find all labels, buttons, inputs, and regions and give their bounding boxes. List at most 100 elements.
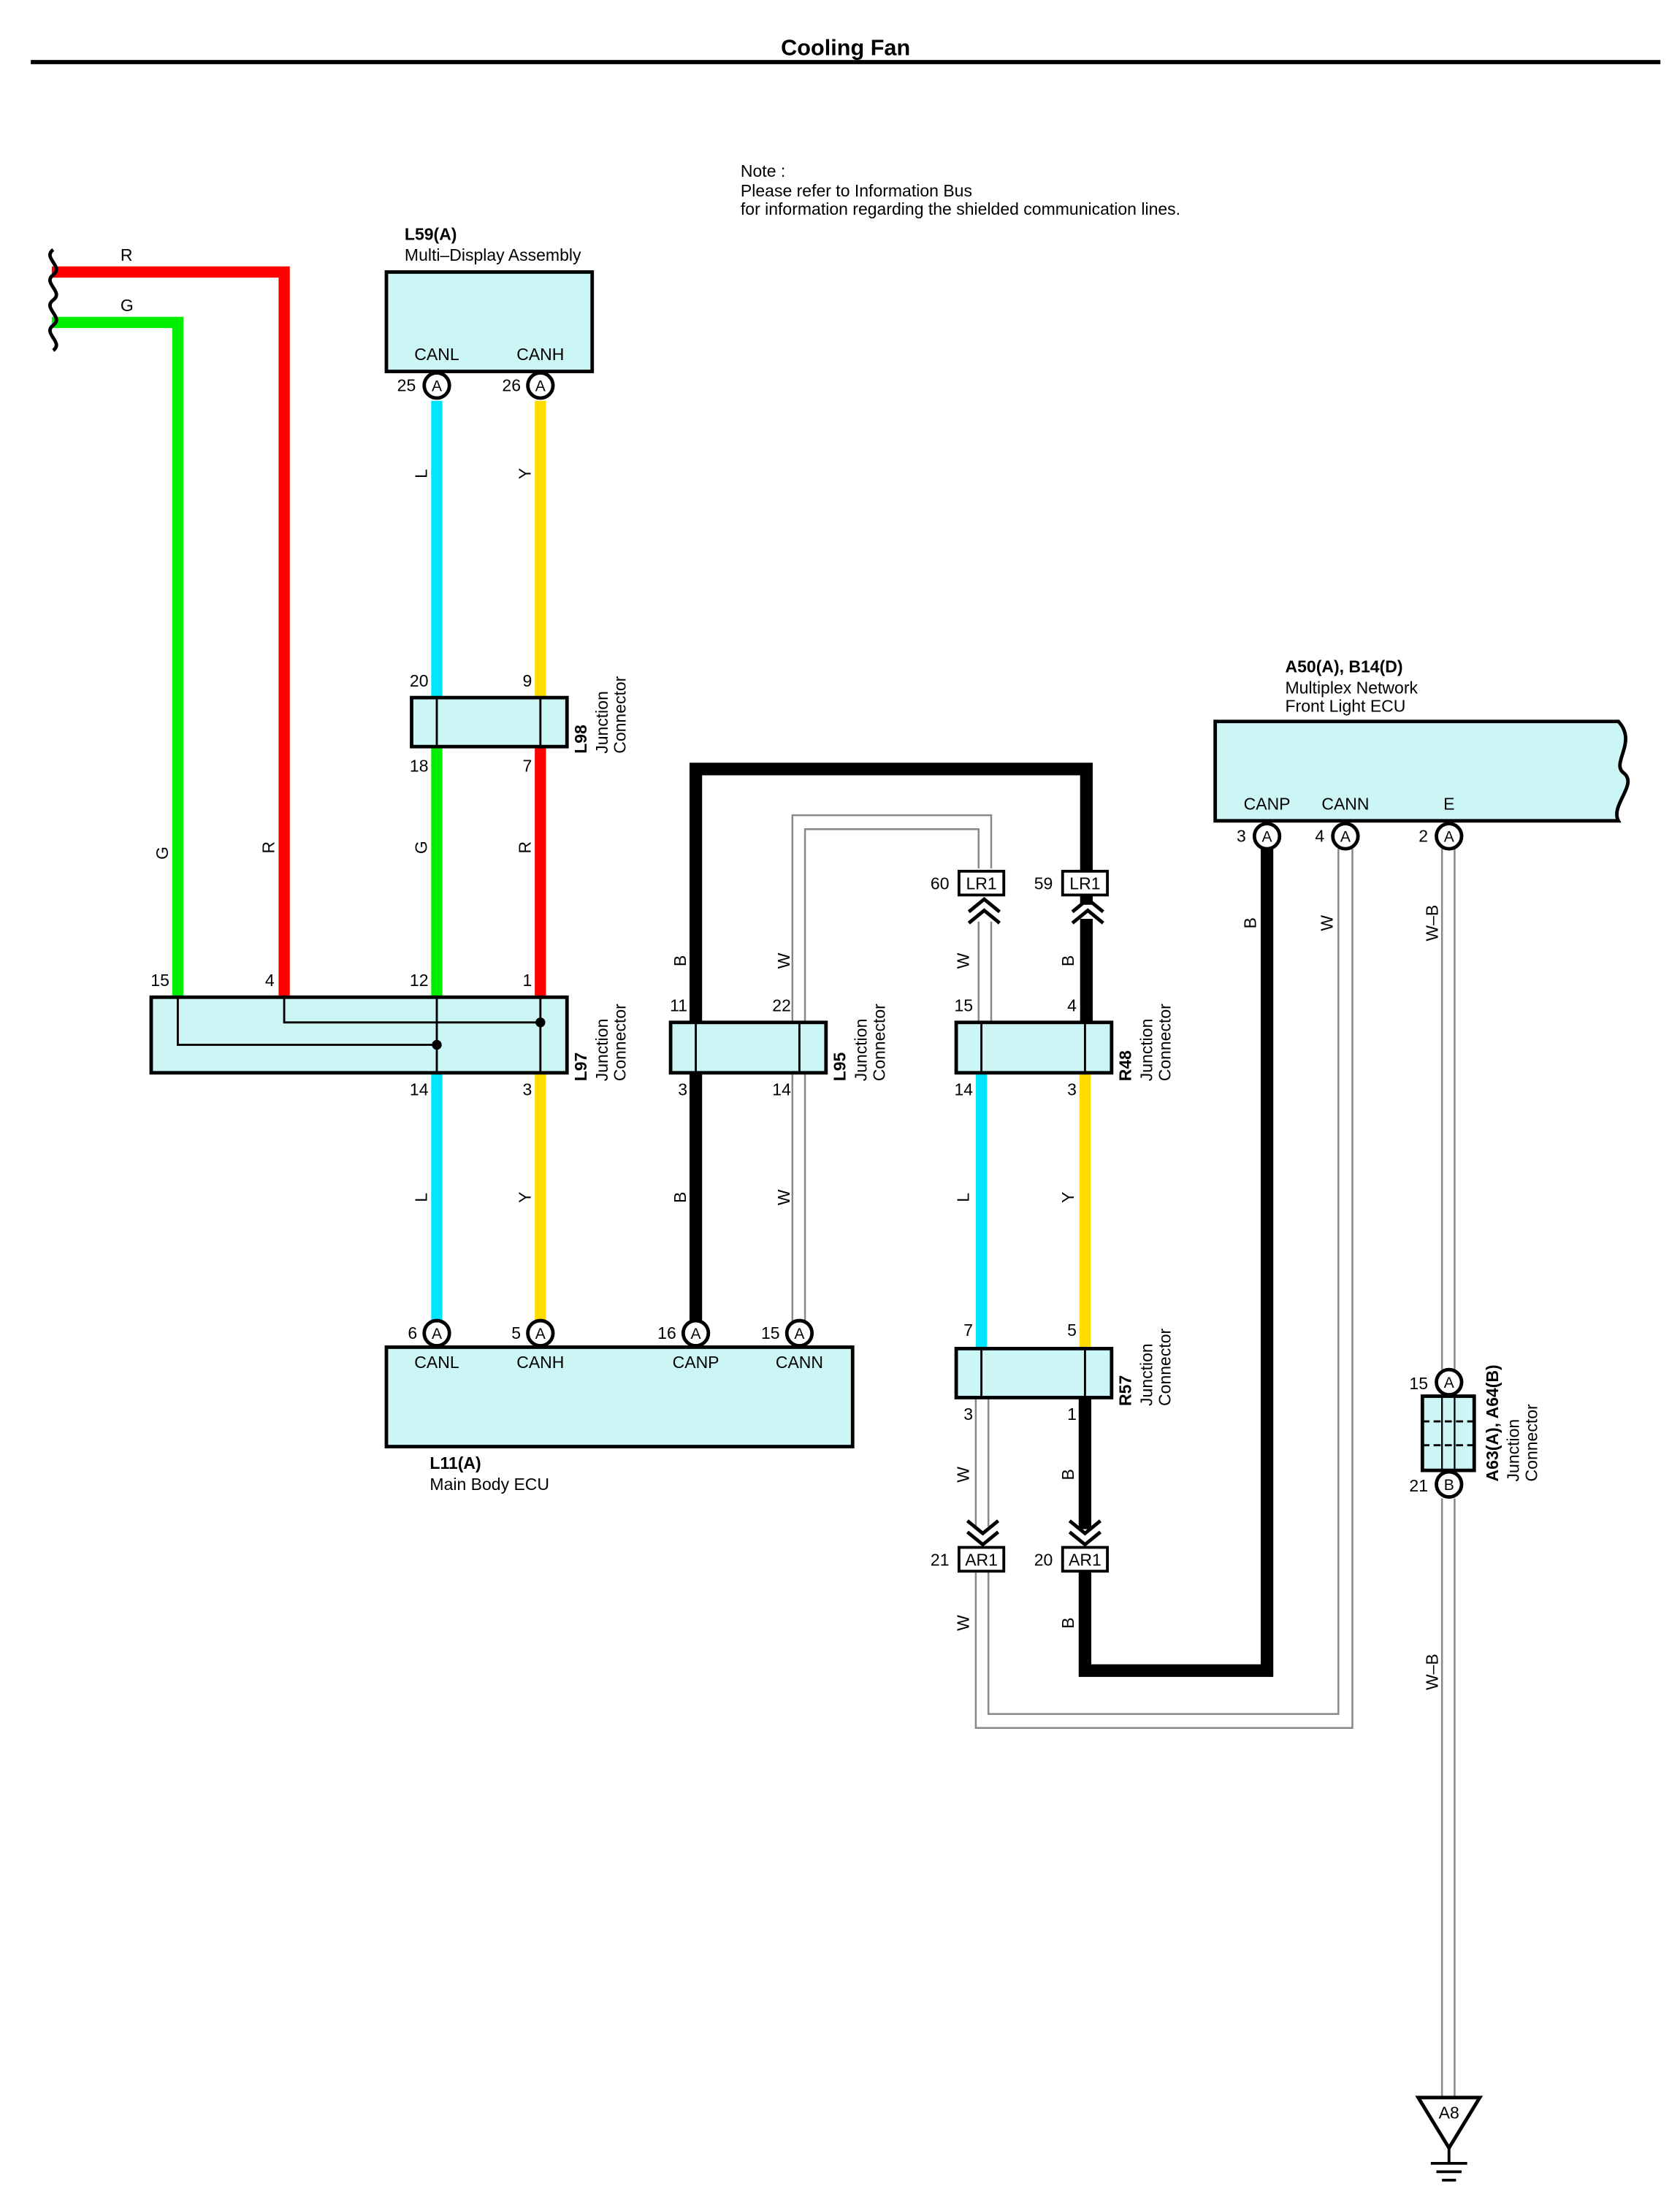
pin-l95-11: 11 bbox=[670, 996, 687, 1015]
wire-label-w-r57: W bbox=[953, 1467, 972, 1483]
l98-code: L98 bbox=[571, 725, 590, 754]
component-l95: L95 Junction Connector bbox=[668, 1004, 888, 1082]
r57-name1: Junction bbox=[1137, 1343, 1156, 1406]
wire-label-w-ar1: W bbox=[953, 1615, 972, 1631]
pin-l97-15: 15 bbox=[150, 971, 169, 990]
wire-label-b-r48-top: B bbox=[1058, 955, 1077, 966]
note-line2: Please refer to Information Bus bbox=[741, 181, 972, 200]
colored-wires bbox=[51, 266, 1091, 1349]
wire-white-ar1-a50-inner bbox=[987, 849, 1340, 1715]
component-a63: A63(A), A64(B) Junction Connector bbox=[1420, 1364, 1541, 1482]
a63-name1: Junction bbox=[1504, 1419, 1523, 1482]
l11-pin-canl: CANL bbox=[414, 1353, 459, 1372]
component-l11: CANL CANH CANP CANN L11(A) Main Body ECU bbox=[384, 1345, 855, 1494]
l97-box bbox=[149, 995, 569, 1075]
pin-label-lr1-59: 59 bbox=[1034, 874, 1053, 893]
pin-label-ar1-20: 20 bbox=[1034, 1550, 1053, 1569]
l97-internal-b bbox=[283, 997, 542, 1024]
wire-label-y-lower: Y bbox=[515, 1192, 534, 1203]
component-a50: A50(A), B14(D) Multiplex Network Front L… bbox=[1213, 657, 1630, 823]
inline-ar1-20: AR1 20 bbox=[1034, 1519, 1109, 1573]
a50-box bbox=[1213, 719, 1630, 823]
pin-l98-7: 7 bbox=[523, 757, 532, 776]
pin-l97-4: 4 bbox=[265, 971, 275, 990]
l11-code: L11(A) bbox=[429, 1453, 481, 1472]
black-wires bbox=[689, 763, 1274, 1677]
l95-code: L95 bbox=[831, 1052, 849, 1081]
pin-l11-5: A 5 bbox=[511, 1318, 555, 1348]
pin-label-ar1-21: 21 bbox=[931, 1550, 950, 1569]
break-mark-g bbox=[48, 298, 58, 352]
wire-label-r-mid: R bbox=[515, 841, 534, 854]
wire-label-wb-upper: W–B bbox=[1422, 905, 1441, 941]
l97-splice-a bbox=[432, 1039, 442, 1050]
pin-r48-14: 14 bbox=[954, 1080, 973, 1099]
pin-l11-6: A 6 bbox=[408, 1318, 451, 1348]
svg-text:LR1: LR1 bbox=[966, 874, 996, 893]
ground-a8: A8 bbox=[1415, 2096, 1484, 2182]
pin-label-lr1-60: 60 bbox=[931, 874, 950, 893]
a50-pin-cann: CANN bbox=[1321, 794, 1369, 813]
pin-l98-9: 9 bbox=[523, 671, 532, 690]
pin-r48-3: 3 bbox=[1067, 1080, 1077, 1099]
l95-name1: Junction bbox=[851, 1019, 870, 1082]
pin-label-a50-2: 2 bbox=[1419, 827, 1428, 846]
l11-pin-cann: CANN bbox=[776, 1353, 823, 1372]
pin-l97-1: 1 bbox=[523, 971, 532, 990]
component-l98: L98 Junction Connector bbox=[410, 676, 630, 754]
wire-white-l95-lr1-inner bbox=[803, 828, 980, 1023]
a63-box bbox=[1420, 1394, 1476, 1472]
note-line3: for information regarding the shielded c… bbox=[741, 199, 1180, 218]
component-l59: L59(A) Multi–Display Assembly CANL CANH bbox=[384, 224, 595, 373]
l59-box bbox=[384, 270, 595, 373]
note-line1: Note : bbox=[741, 161, 785, 180]
wire-label-r-left: R bbox=[259, 841, 278, 854]
a50-name2: Front Light ECU bbox=[1286, 696, 1406, 715]
wire-label-w-l95-bottom: W bbox=[774, 1189, 793, 1205]
l59-name: Multi–Display Assembly bbox=[405, 245, 581, 264]
wire-label-y-upper: Y bbox=[515, 468, 534, 479]
wire-label-w-a50: W bbox=[1318, 915, 1337, 931]
pin-l97-3: 3 bbox=[523, 1080, 532, 1099]
wire-white-l95-lr1-outer bbox=[791, 814, 993, 1023]
l97-name2: Connector bbox=[611, 1004, 630, 1081]
wire-black-top-loop bbox=[689, 763, 1093, 1023]
l59-pin-canh: CANH bbox=[516, 345, 564, 364]
wire-color-labels: R G G R L Y G R L Y B W B W W B L Y W B … bbox=[121, 245, 1442, 1690]
a50-pin-e: E bbox=[1443, 794, 1454, 813]
pin-r57-7: 7 bbox=[963, 1321, 973, 1340]
pin-l97-12: 12 bbox=[410, 971, 429, 990]
pin-label-a63-15: 15 bbox=[1409, 1374, 1428, 1393]
pin-label-l59-25: 25 bbox=[397, 375, 416, 394]
inline-lr1-59: LR1 59 bbox=[1034, 869, 1109, 925]
r48-name1: Junction bbox=[1137, 1019, 1156, 1082]
wire-red-left bbox=[51, 266, 290, 998]
component-r48: R48 Junction Connector bbox=[954, 1004, 1174, 1082]
a50-name1: Multiplex Network bbox=[1286, 678, 1419, 697]
svg-text:A: A bbox=[1340, 829, 1351, 846]
r48-name2: Connector bbox=[1155, 1004, 1174, 1081]
wire-label-wb-lower: W–B bbox=[1422, 1654, 1441, 1690]
wire-label-r-top: R bbox=[121, 245, 133, 264]
white-wires bbox=[791, 814, 1456, 2096]
pin-a50-3: A 3 bbox=[1237, 822, 1282, 851]
pin-a63-15: A 15 bbox=[1409, 1367, 1464, 1397]
pin-l59-26: A 26 bbox=[502, 371, 555, 400]
l98-box bbox=[410, 695, 569, 749]
page-title: Cooling Fan bbox=[781, 35, 910, 60]
a63-name2: Connector bbox=[1522, 1404, 1541, 1481]
wire-green-left bbox=[51, 316, 184, 998]
pin-r57-1: 1 bbox=[1067, 1405, 1077, 1424]
wire-label-y-r48: Y bbox=[1058, 1192, 1077, 1203]
pin-l97-14: 14 bbox=[410, 1080, 429, 1099]
l11-name: Main Body ECU bbox=[429, 1475, 549, 1494]
l11-pin-canp: CANP bbox=[673, 1353, 719, 1372]
l11-pin-canh: CANH bbox=[516, 1353, 564, 1372]
wire-label-b-l95-bottom: B bbox=[671, 1192, 690, 1203]
terminal-pins: A 25 A 26 A 3 A 4 A 2 A 6 bbox=[397, 371, 1464, 1499]
svg-text:AR1: AR1 bbox=[1069, 1550, 1101, 1569]
wire-break-marks bbox=[48, 248, 58, 352]
l97-name1: Junction bbox=[592, 1019, 611, 1082]
pin-label-l11-5: 5 bbox=[511, 1323, 521, 1342]
svg-text:A: A bbox=[691, 1326, 702, 1342]
